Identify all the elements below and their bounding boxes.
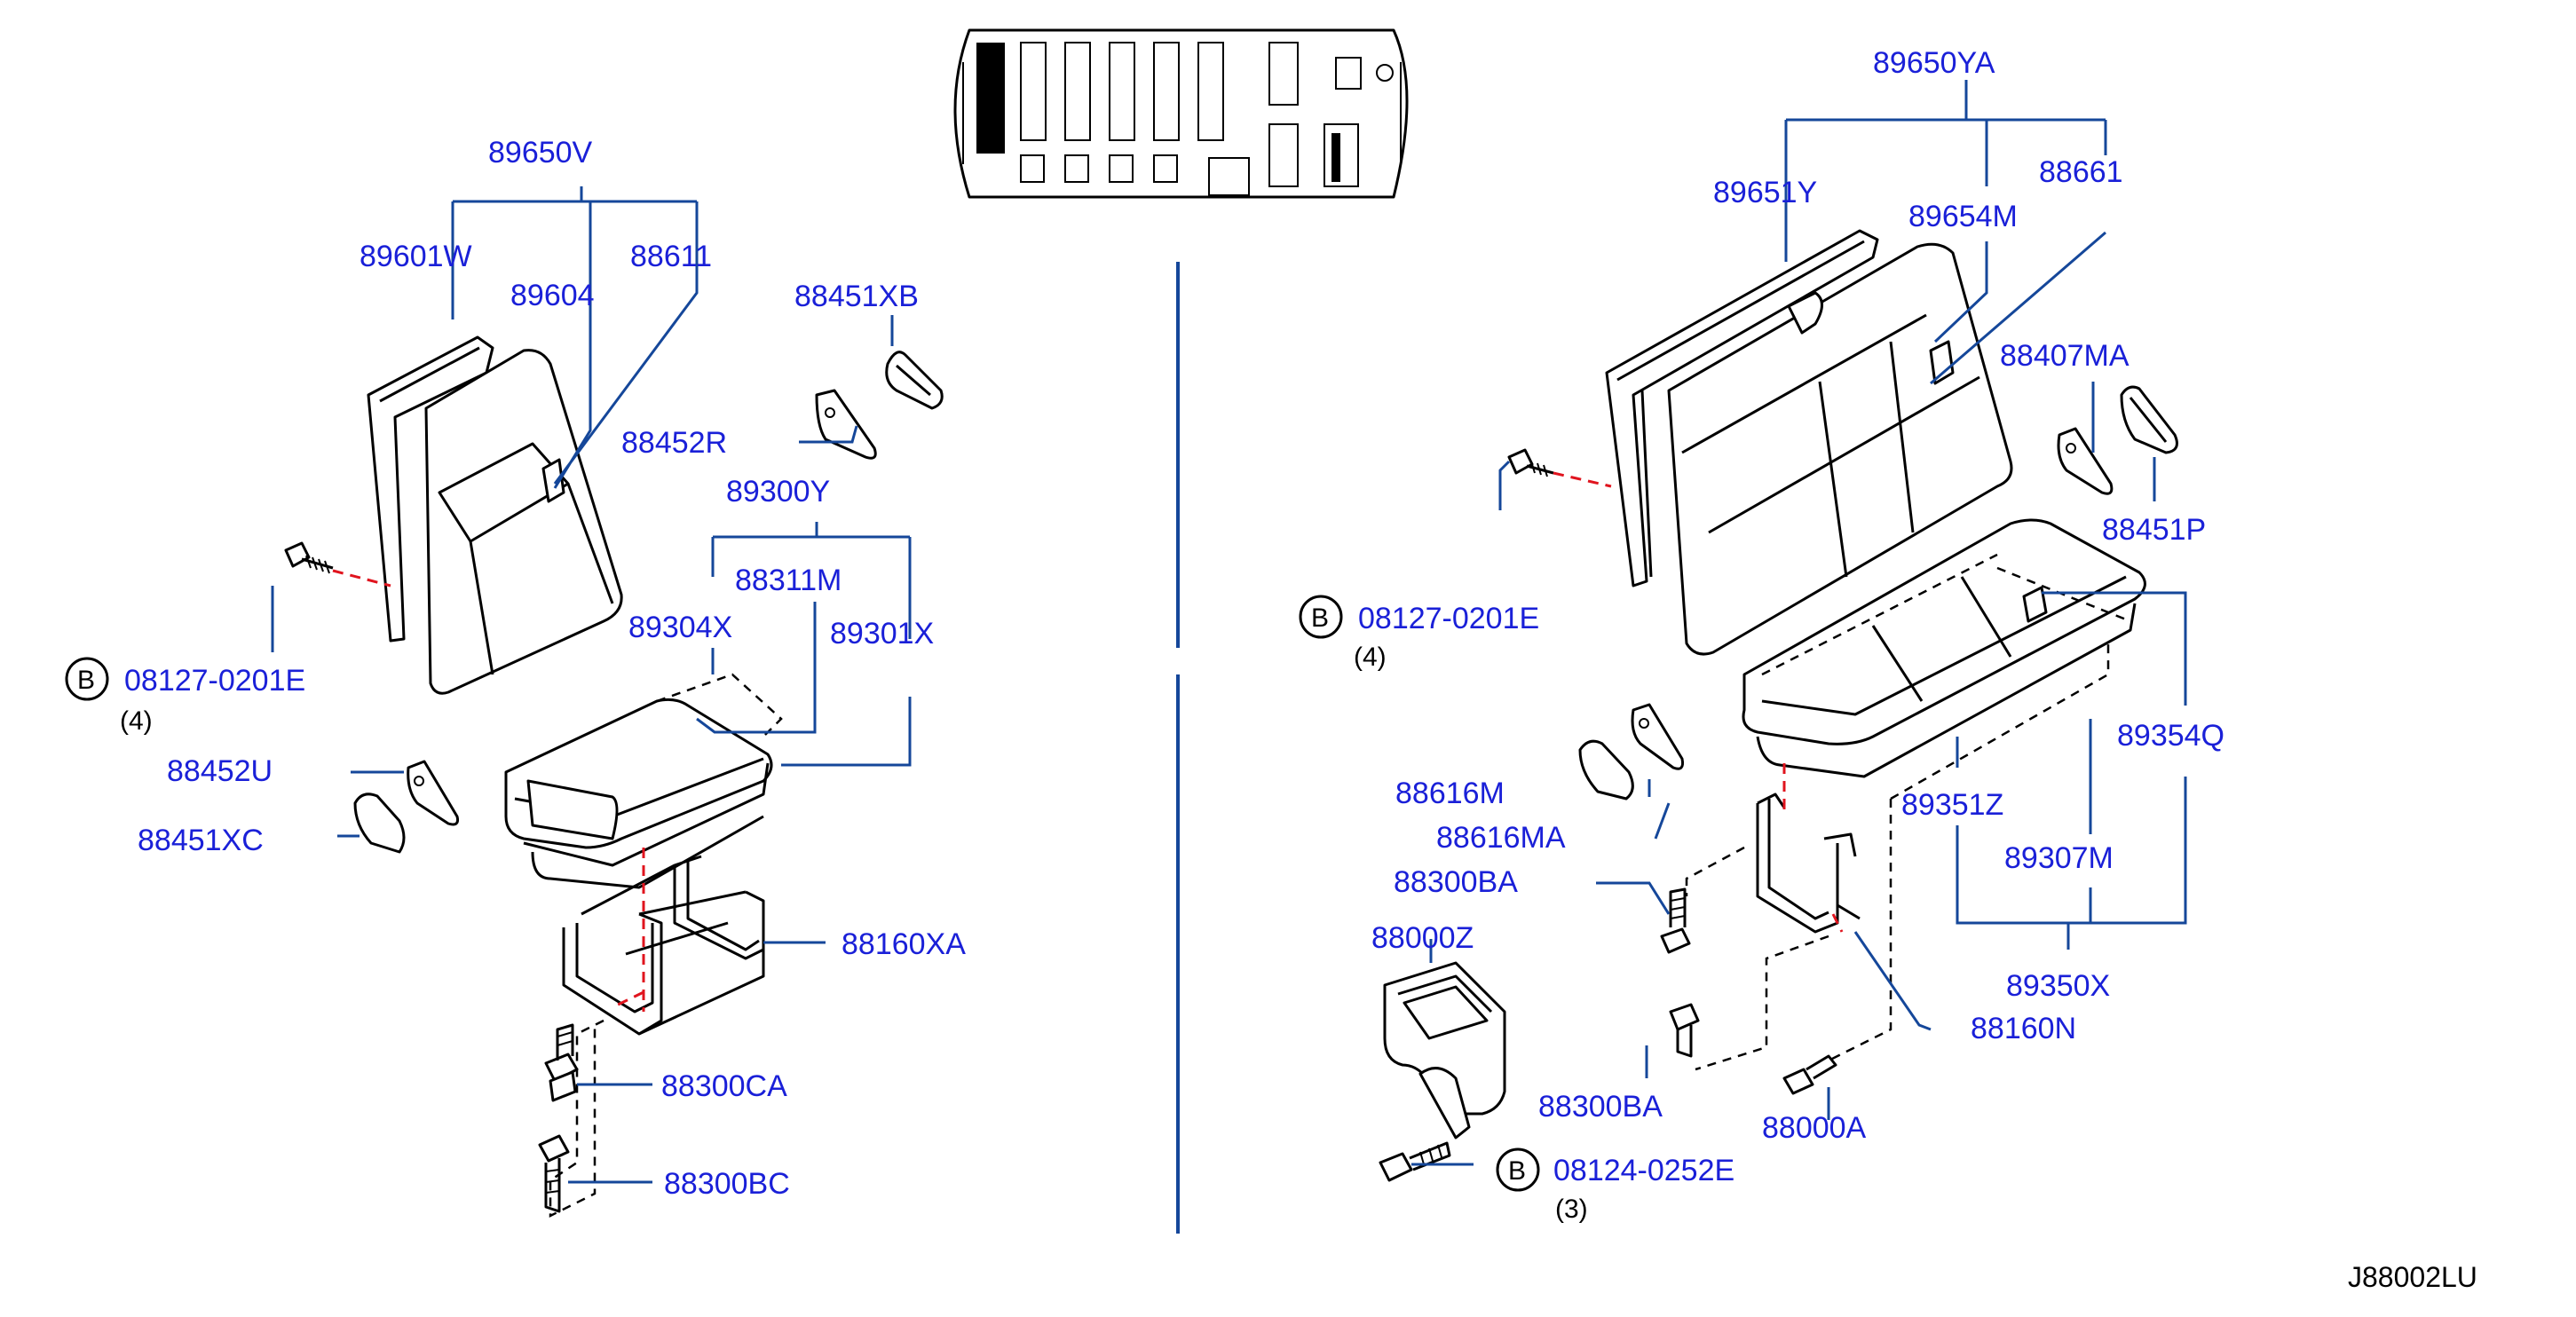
- label-88000Z: 88000Z: [1371, 921, 1474, 955]
- label-bolt-08127-0201E-right: 08127-0201E: [1358, 602, 1539, 635]
- trim-88452R: [815, 389, 877, 460]
- seat-back-cushion-89604: [424, 349, 623, 695]
- bolt-88300BA-bottom: [1669, 1003, 1700, 1058]
- trim-88407MA: [2057, 427, 2114, 495]
- bolt-marker-letter: B: [1311, 603, 1329, 633]
- bolt-88300BA-top: [1660, 887, 1691, 954]
- bolt-ref-marker-left: B: [65, 657, 109, 701]
- label-89601W: 89601W: [360, 240, 472, 273]
- label-bolt-08127-0201E-left: 08127-0201E: [124, 664, 305, 698]
- label-88451XC: 88451XC: [138, 824, 264, 857]
- label-89300Y: 89300Y: [726, 475, 830, 509]
- bolt-08127-0201E-right: [1507, 448, 1554, 477]
- label-88616MA: 88616MA: [1436, 821, 1566, 855]
- label-88611: 88611: [630, 240, 712, 273]
- bolt-88000A: [1782, 1054, 1837, 1095]
- seat-riser-88160XA: [562, 855, 765, 1036]
- label-88451XB: 88451XB: [794, 280, 919, 313]
- label-89351Z: 89351Z: [1901, 788, 2003, 822]
- seat-belt-buckle-88000Z: [1383, 961, 1506, 1140]
- cover-88451P: [2120, 385, 2178, 454]
- diagram-id: J88002LU: [2348, 1261, 2477, 1293]
- label-88300BA-bottom: 88300BA: [1538, 1090, 1663, 1124]
- seat-cushion-89300Y: [504, 673, 783, 889]
- bolt-marker-letter: B: [1508, 1156, 1526, 1186]
- bolt-88300CA: [544, 1023, 579, 1102]
- bolt-ref-marker-bottom: B: [1496, 1147, 1540, 1192]
- label-bolt-08124-0252E: 08124-0252E: [1553, 1154, 1734, 1187]
- bolt-08124-0252E: [1379, 1141, 1451, 1182]
- bolt-08127-0201E-left: [284, 541, 334, 574]
- label-89650YA: 89650YA: [1873, 46, 1995, 80]
- label-89650V: 89650V: [488, 136, 593, 170]
- label-89307M: 89307M: [2004, 841, 2114, 875]
- bench-back-frame-89651Y: [1605, 229, 1879, 588]
- label-89301X: 89301X: [830, 617, 934, 651]
- label-bolt-qty-left: (4): [120, 706, 153, 736]
- label-88160N: 88160N: [1971, 1012, 2076, 1045]
- label-88000A: 88000A: [1762, 1111, 1867, 1145]
- vehicle-locator-icon: [953, 28, 1409, 199]
- label-89304X: 89304X: [628, 611, 732, 644]
- label-89604: 89604: [510, 279, 595, 312]
- label-88661: 88661: [2039, 155, 2123, 189]
- seat-back-frame-89601W: [367, 335, 494, 643]
- cover-88451XB: [885, 351, 944, 410]
- bolt-88300BC: [538, 1134, 570, 1213]
- bench-back-cushion-89650YA: [1667, 242, 2013, 656]
- label-88160XA: 88160XA: [842, 927, 966, 961]
- label-bolt-qty-bottom: (3): [1555, 1195, 1588, 1224]
- cover-88451XC: [353, 793, 406, 854]
- label-88300BC: 88300BC: [664, 1167, 790, 1201]
- label-88616M: 88616M: [1395, 777, 1505, 810]
- label-89350X: 89350X: [2006, 969, 2110, 1003]
- cover-88616M: [1578, 739, 1634, 800]
- bolt-marker-letter: B: [77, 666, 95, 695]
- label-89651Y: 89651Y: [1713, 176, 1817, 209]
- label-88452R: 88452R: [621, 426, 727, 460]
- label-88300CA: 88300CA: [661, 1069, 787, 1103]
- label-88452U: 88452U: [167, 754, 273, 788]
- leader-lines-right: [1411, 80, 2187, 1166]
- label-89654M: 89654M: [1908, 200, 2018, 233]
- label-89354Q: 89354Q: [2117, 719, 2224, 753]
- seat-riser-88160N: [1756, 793, 1861, 934]
- bolt-ref-marker-right: B: [1299, 595, 1343, 639]
- label-88407MA: 88407MA: [2000, 339, 2130, 373]
- bench-seat-cushion-89350X: [1742, 518, 2146, 778]
- label-88300BA-top: 88300BA: [1394, 865, 1518, 899]
- label-bolt-qty-right: (4): [1354, 643, 1387, 672]
- label-88311M: 88311M: [735, 564, 842, 597]
- trim-88452U: [407, 760, 459, 826]
- label-88451P: 88451P: [2102, 513, 2206, 547]
- trim-88616MA: [1631, 703, 1684, 770]
- leader-lines-left: [271, 186, 912, 1184]
